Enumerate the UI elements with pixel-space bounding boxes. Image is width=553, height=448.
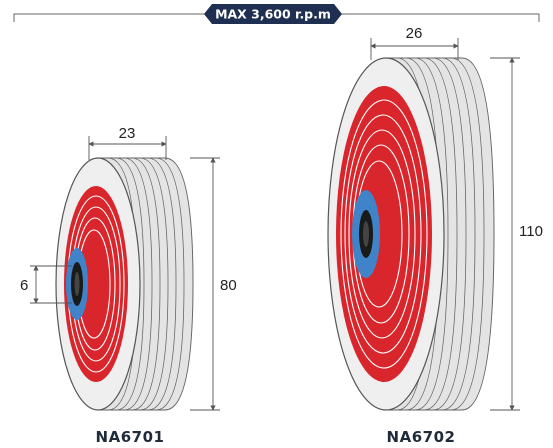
width-label: 26 <box>406 25 423 42</box>
speed-badge: MAX 3,600 r.p.m <box>204 4 342 24</box>
diameter-label: 80 <box>220 277 237 294</box>
buffing-wheel-icon <box>55 157 194 411</box>
diameter-dimension: 110 <box>490 57 543 411</box>
buffing-wheel-icon <box>327 57 495 411</box>
model-label: NA6702 <box>387 428 456 446</box>
width-dimension: 23 <box>88 125 167 160</box>
speed-badge-label: MAX 3,600 r.p.m <box>215 7 331 22</box>
width-dimension: 26 <box>370 25 459 60</box>
model-label: NA6701 <box>96 428 165 446</box>
width-label: 23 <box>119 125 136 142</box>
wheel-na6701: 23 80 6 NA6701 <box>20 125 237 446</box>
wheel-na6702: 26 110 NA6702 <box>327 25 543 446</box>
bore-label: 6 <box>20 277 28 294</box>
bore-dimension: 6 <box>20 265 72 304</box>
diameter-dimension: 80 <box>190 157 237 411</box>
speed-bracket: MAX 3,600 r.p.m <box>13 4 540 24</box>
diameter-label: 110 <box>519 223 543 240</box>
